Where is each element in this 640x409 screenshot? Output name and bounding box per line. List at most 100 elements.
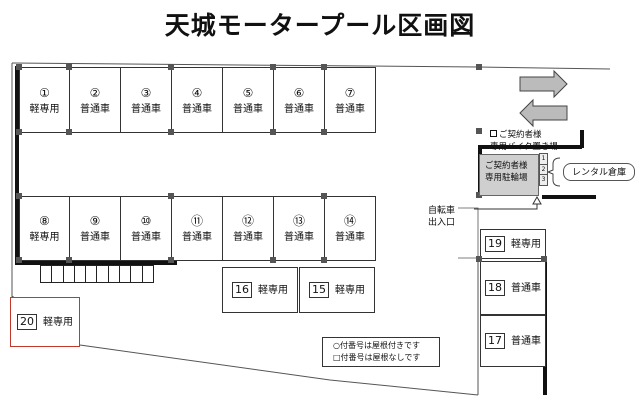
square-marker-icon [490, 130, 497, 137]
rental-bracket [546, 157, 561, 187]
legend-line2: □付番号は屋根なしです [333, 353, 421, 362]
parking-slot-14[interactable]: ⑭ 普通車 [324, 196, 376, 261]
parking-slot-15[interactable]: 15 軽専用 [299, 267, 375, 313]
locker-3[interactable]: 3 [539, 174, 548, 187]
slot-type: 軽専用 [335, 284, 365, 296]
post [321, 193, 327, 199]
post [16, 257, 22, 263]
parking-slot-3[interactable]: ③ 普通車 [120, 67, 172, 133]
post [270, 64, 276, 70]
parking-slot-5[interactable]: ⑤ 普通車 [222, 67, 274, 133]
slot-number: 20 [17, 314, 37, 330]
parking-slot-2[interactable]: ② 普通車 [69, 67, 121, 133]
slot-type: 軽専用 [29, 232, 60, 243]
slot-number: 18 [485, 280, 505, 296]
legend-line1: ○付番号は屋根付きです [333, 341, 420, 350]
post [476, 128, 482, 134]
slot-number: 15 [309, 282, 329, 298]
parking-slot-10[interactable]: ⑩ 普通車 [120, 196, 172, 261]
slot-number: 16 [232, 282, 252, 298]
parking-slot-6[interactable]: ⑥ 普通車 [273, 67, 325, 133]
parking-slot-1[interactable]: ① 軽専用 [19, 67, 70, 133]
entrance-arrow-icon [474, 195, 542, 210]
post [16, 64, 22, 70]
entrance-line2: 出入口 [428, 218, 456, 228]
shed-bottom-wall [542, 195, 596, 199]
slot-number: ⑤ [242, 85, 254, 100]
slot-type: 軽専用 [43, 316, 73, 328]
slot-type: 普通車 [511, 335, 541, 347]
slot-number: ⑧ [39, 214, 50, 228]
slot-type: 普通車 [233, 232, 263, 243]
bike-area-right-wall [580, 130, 584, 148]
post [66, 64, 72, 70]
parking-slot-4[interactable]: ④ 普通車 [171, 67, 223, 133]
shed-label-line1: ご契約者様 [485, 161, 528, 171]
slot-type: 普通車 [335, 232, 365, 243]
post [168, 193, 174, 199]
parking-slot-7[interactable]: ⑦ 普通車 [324, 67, 376, 133]
post [168, 64, 174, 70]
parking-slot-16[interactable]: 16 軽専用 [222, 267, 298, 313]
slot-number: ⑨ [89, 214, 101, 228]
bike-label-line2: 専用バイク置き場 [490, 142, 558, 152]
parking-slot-9[interactable]: ⑨ 普通車 [69, 196, 121, 261]
slot-number: ⑪ [190, 214, 203, 228]
slot-type: 軽専用 [258, 284, 288, 296]
post [270, 129, 276, 135]
rental-storage-label: レンタル倉庫 [563, 163, 635, 181]
slot-type: 普通車 [80, 103, 110, 115]
slot-number: ⑦ [344, 85, 356, 100]
slot-number: ⑬ [292, 214, 305, 228]
slot-number: ⑥ [293, 85, 305, 100]
post [321, 257, 327, 263]
slot-number: ⑩ [140, 214, 152, 228]
slot-type: 普通車 [284, 103, 314, 115]
slot-type: 普通車 [80, 232, 110, 243]
slot-number: ① [39, 85, 50, 100]
post [476, 256, 482, 262]
parking-slot-11[interactable]: ⑪ 普通車 [171, 196, 223, 261]
post [321, 129, 327, 135]
parking-slot-19[interactable]: 19 軽専用 [480, 229, 546, 259]
slot-type: 普通車 [182, 103, 212, 115]
rental-lockers: 1 2 3 [539, 153, 548, 187]
bicycle-shed: ご契約者様 専用駐輪場 [479, 154, 539, 196]
slot-type: 普通車 [511, 282, 541, 294]
arrow-right-icon [519, 69, 568, 99]
slot-number: ④ [191, 85, 203, 100]
slot-type: 普通車 [131, 103, 161, 115]
bike-label-line1: ご契約者様 [499, 130, 542, 140]
parking-slot-12[interactable]: ⑫ 普通車 [222, 196, 274, 261]
slot-type: 普通車 [284, 232, 314, 243]
slot-number: ② [89, 85, 101, 100]
post [16, 129, 22, 135]
west-wall [15, 66, 19, 264]
slot-type: 普通車 [131, 232, 161, 243]
entrance-line1: 自転車 [428, 206, 456, 216]
parking-slot-17[interactable]: 17 普通車 [480, 315, 546, 367]
slot-type: 普通車 [233, 103, 263, 115]
post [321, 64, 327, 70]
bike-area-top-wall [478, 145, 582, 149]
slot-type: 普通車 [335, 103, 365, 115]
shed-label-line2: 専用駐輪場 [485, 173, 528, 183]
post [270, 257, 276, 263]
bicycle-entrance-label: 自転車 出入口 [428, 205, 455, 229]
post [476, 64, 482, 70]
post [168, 257, 174, 263]
slot-type: 軽専用 [511, 238, 541, 250]
slot-number: ⑫ [241, 214, 254, 228]
bike-parking-label: ご契約者様 専用バイク置き場 [490, 129, 558, 153]
parking-slot-18[interactable]: 18 普通車 [480, 261, 546, 315]
parking-slot-13[interactable]: ⑬ 普通車 [273, 196, 325, 261]
page-title: 天城モータープール区画図 [164, 11, 476, 40]
parking-slot-8[interactable]: ⑧ 軽専用 [19, 196, 70, 261]
south-wall [15, 261, 177, 265]
slot-number: 17 [485, 333, 505, 349]
arrow-left-icon [519, 98, 568, 128]
post [16, 193, 22, 199]
slot-type: 普通車 [182, 232, 212, 243]
parking-slot-20[interactable]: 20 軽専用 [10, 297, 80, 347]
post [66, 129, 72, 135]
